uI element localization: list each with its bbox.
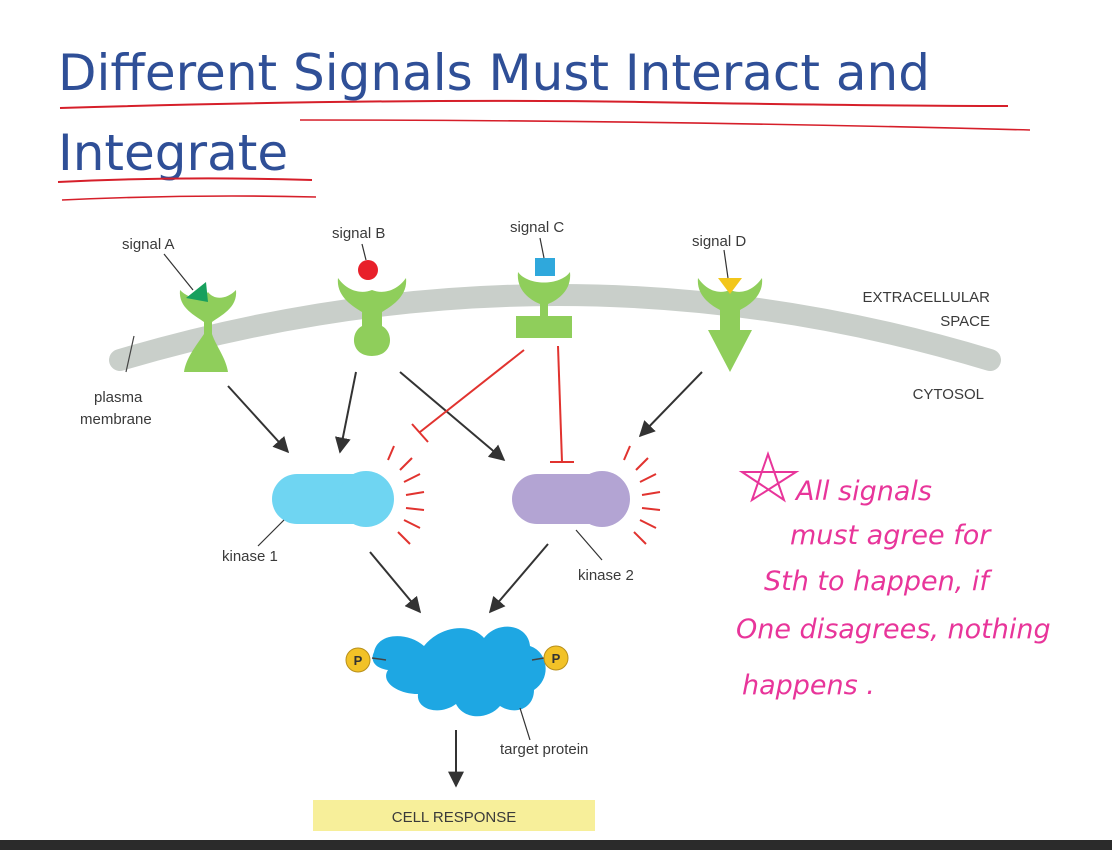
phosphate-left-label: P [354, 653, 363, 668]
window-bottom-edge [0, 840, 1112, 850]
kinase-2-activation-burst [623, 445, 661, 545]
phosphate-left [345, 647, 371, 673]
receptor-c [516, 272, 572, 338]
phosphate-right-label: P [552, 651, 561, 666]
kinase-2 [512, 471, 630, 527]
membrane-label-line1: plasma [94, 389, 143, 406]
signal-c-ligand [535, 258, 555, 276]
note-line-5: happens . [742, 670, 875, 701]
phosphate-right [543, 645, 569, 671]
signal-d-ligand [718, 278, 742, 294]
kinase-1-activation-burst [387, 445, 425, 545]
extracellular-label-line1: EXTRACELLULAR [862, 289, 990, 306]
note-line-2: must agree for [790, 520, 992, 551]
kinase-1 [272, 471, 394, 527]
extracellular-label-line2: SPACE [940, 313, 990, 330]
signal-a-ligand [186, 282, 208, 302]
membrane-label-line2: membrane [80, 411, 152, 428]
note-line-4: One disagrees, nothing [736, 614, 1051, 645]
signal-b-ligand [358, 260, 378, 280]
receptor-a [179, 290, 237, 372]
handwritten-note: All signals must agree for Sth to happen… [736, 450, 1051, 701]
target-protein [372, 626, 546, 717]
kinase-1-label: kinase 1 [222, 548, 278, 565]
activation-arrows [227, 371, 703, 788]
inhibition-lines [411, 345, 574, 463]
kinase-2-label: kinase 2 [578, 567, 634, 584]
cell-response-label: CELL RESPONSE [392, 809, 517, 826]
signal-d-label: signal D [692, 233, 746, 250]
star-icon [738, 450, 800, 503]
cell-response-box [313, 800, 595, 831]
receptor-d [697, 278, 763, 372]
signal-a-label: signal A [122, 236, 175, 253]
receptor-b [337, 278, 407, 356]
signal-c-label: signal C [510, 219, 564, 236]
slide-title-line-1: Different Signals Must Interact and [58, 44, 930, 102]
slide-title-line-2: Integrate [58, 124, 289, 182]
signal-b-label: signal B [332, 225, 385, 242]
note-line-3: Sth to happen, if [764, 566, 992, 597]
note-line-1: All signals [794, 476, 932, 507]
target-protein-label: target protein [500, 741, 588, 758]
cytosol-label: CYTOSOL [913, 386, 984, 403]
